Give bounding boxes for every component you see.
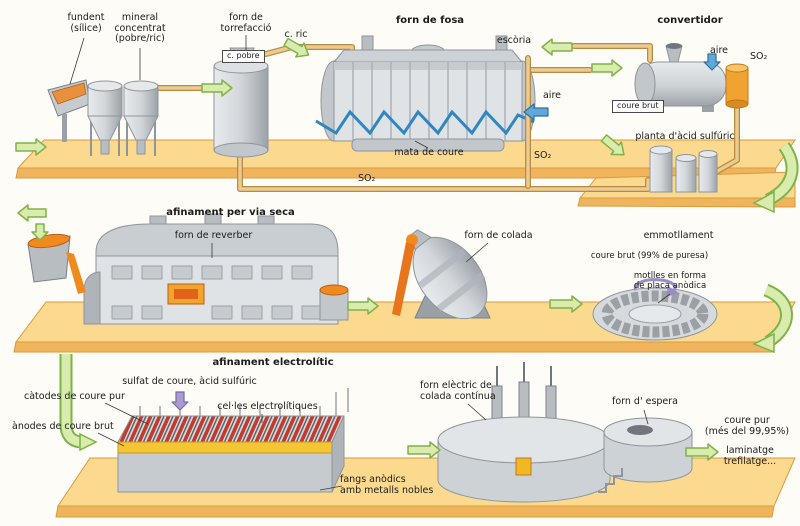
label-forn-reverber: forn de reverber bbox=[174, 230, 253, 241]
label-coure-brut: coure brut bbox=[612, 100, 664, 113]
label-celles: cel·les electrolítiques bbox=[217, 401, 318, 412]
so2-tank bbox=[725, 63, 749, 109]
label-anodes: ànodes de coure brut bbox=[12, 421, 114, 432]
label-so2-fosa: SO₂ bbox=[534, 150, 552, 161]
label-c-ric: c. ric bbox=[284, 29, 308, 40]
flow-ribbon-bottom-left bbox=[59, 354, 98, 452]
arrow-to-casting bbox=[347, 297, 379, 315]
label-aire-convertidor: aire bbox=[709, 45, 728, 56]
mineral-silos bbox=[87, 80, 159, 156]
casting-furnace bbox=[392, 229, 491, 320]
label-emmotllament: emmotllament bbox=[643, 230, 714, 241]
arrow-matte-to-converter bbox=[591, 59, 623, 77]
arrow-row2-in bbox=[17, 204, 47, 222]
electrode-plates bbox=[117, 415, 345, 443]
label-forn-espera: forn d' espera bbox=[612, 396, 678, 407]
feed-chute bbox=[47, 79, 91, 142]
arrow-into-ladle bbox=[31, 223, 49, 241]
arrow-feed-in bbox=[15, 138, 47, 156]
label-mata-de-coure: mata de coure bbox=[394, 147, 464, 158]
cooling-water-pipe bbox=[315, 109, 535, 136]
label-fangs: fangs anòdics amb metalls nobles bbox=[340, 474, 434, 496]
label-laminatge: laminatge trefilatge... bbox=[723, 445, 777, 467]
label-planta-acid: planta d'àcid sulfúric bbox=[635, 131, 735, 142]
tap-hole bbox=[515, 457, 532, 476]
leader-lines bbox=[69, 35, 671, 491]
arrow-output bbox=[685, 443, 719, 461]
label-mineral: mineral concentrat (pobre/ric) bbox=[114, 12, 166, 45]
electrolytic-cells bbox=[117, 388, 349, 493]
ladle bbox=[27, 233, 86, 294]
arrow-aire-convertidor bbox=[703, 53, 721, 71]
stairs bbox=[598, 468, 623, 493]
arrow-to-electric-furnace bbox=[407, 441, 441, 459]
arrow-to-roaster bbox=[201, 79, 233, 97]
label-aire-fosa: aire bbox=[542, 90, 561, 101]
flow-ribbon-middle-right bbox=[752, 283, 793, 354]
molten-stream bbox=[66, 252, 86, 294]
molten-stream bbox=[392, 242, 415, 316]
flow-ribbon-top-right bbox=[752, 142, 799, 214]
label-coure-pur: coure pur (més del 99,95%) bbox=[704, 415, 790, 437]
electric-furnace bbox=[437, 362, 611, 503]
arrow-c-ric bbox=[283, 37, 310, 58]
label-c-pobre: c. pobre bbox=[222, 50, 265, 63]
arrow-to-acid-plant bbox=[600, 134, 625, 156]
converter bbox=[634, 43, 727, 112]
label-catodes: càtodes de coure pur bbox=[24, 391, 125, 402]
arrow-sulfat bbox=[171, 391, 189, 411]
matte-trough bbox=[351, 138, 505, 152]
arrow-aire-fosa bbox=[523, 103, 549, 121]
label-afinament-electrolitic: afinament electrolític bbox=[212, 357, 334, 368]
label-escoria: escòria bbox=[496, 35, 532, 46]
label-forn-torrefaccio: forn de torrefacció bbox=[220, 12, 272, 34]
arrow-escoria bbox=[541, 38, 573, 56]
label-sulfat: sulfat de coure, àcid sulfúric bbox=[122, 376, 257, 387]
sulfuric-acid-plant bbox=[649, 145, 718, 193]
holding-furnace bbox=[598, 417, 693, 493]
label-so2-convertidor: SO₂ bbox=[750, 51, 768, 62]
flow-arrows bbox=[15, 37, 721, 461]
label-forn-electric: forn elèctric de colada contínua bbox=[420, 380, 496, 402]
transfer-ladle bbox=[319, 284, 349, 321]
roasting-furnace bbox=[213, 47, 269, 158]
label-fundent: fundent (sílice) bbox=[67, 12, 105, 34]
label-motlles: motlles en forma de placa anòdica bbox=[633, 271, 707, 291]
label-forn-colada: forn de colada bbox=[464, 230, 533, 241]
pipes bbox=[155, 43, 740, 192]
label-convertidor: convertidor bbox=[657, 15, 723, 26]
label-so2-torrefaccio: SO₂ bbox=[358, 173, 376, 184]
cell-rim bbox=[117, 441, 333, 454]
arrow-to-wheel bbox=[549, 295, 583, 313]
label-afinament-seca: afinament per via seca bbox=[166, 207, 295, 218]
rotation-arrow-icon bbox=[633, 278, 677, 294]
anode-casting-wheel bbox=[592, 278, 718, 341]
reverberatory-furnace bbox=[83, 213, 339, 325]
smelting-furnace bbox=[315, 35, 536, 152]
label-coure-brut-puresa: coure brut (99% de puresa) bbox=[590, 251, 709, 261]
label-forn-fosa: forn de fosa bbox=[395, 15, 465, 26]
